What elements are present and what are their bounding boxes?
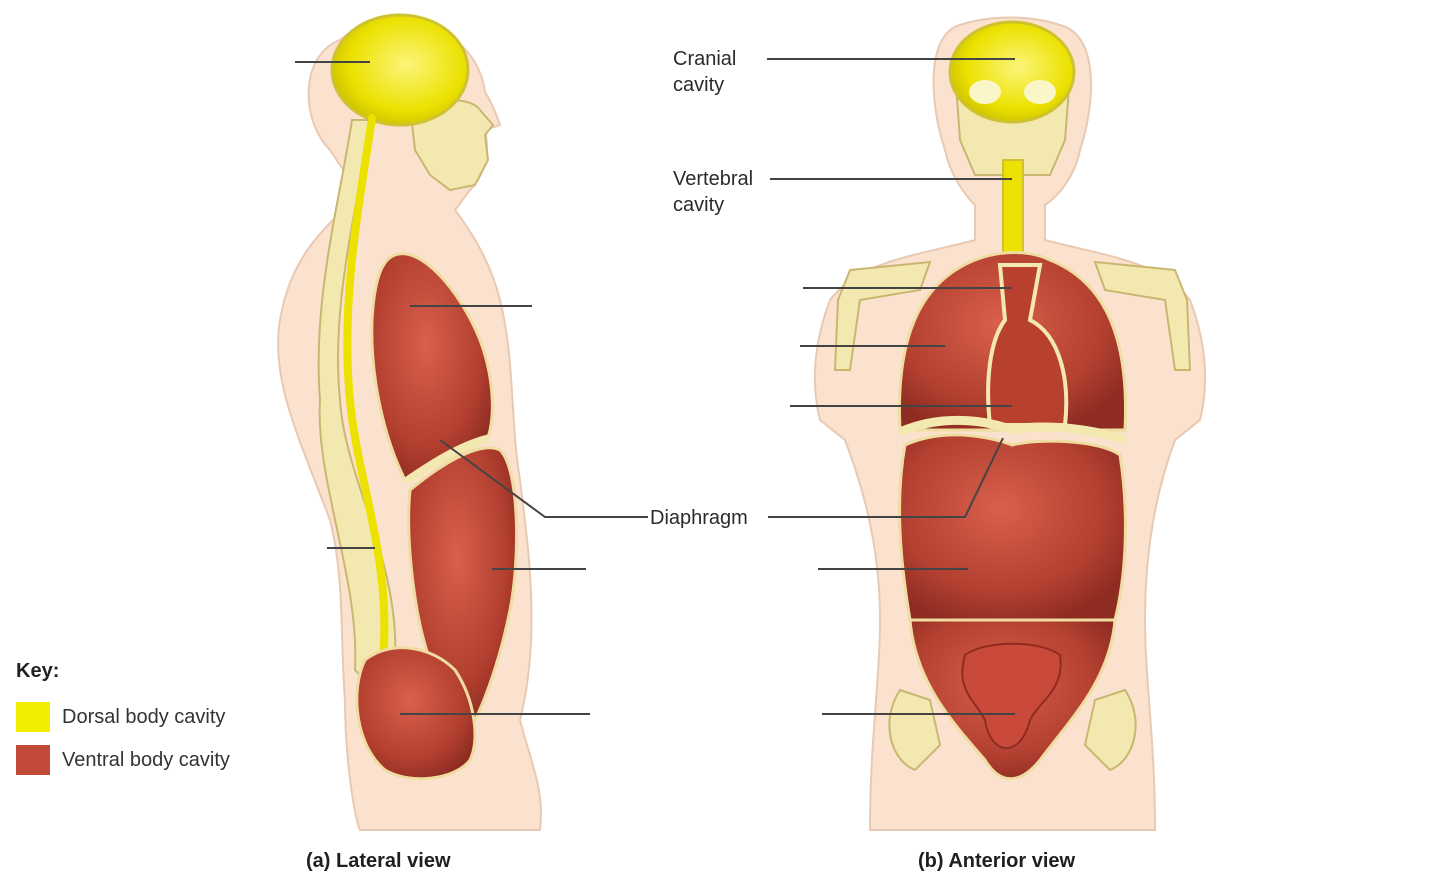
anterior-pelvis-left: [888, 688, 942, 772]
anterior-view-figure: [813, 16, 1207, 831]
key-item-ventral: Ventral body cavity: [16, 745, 230, 775]
lateral-abdominal-cavity: [407, 446, 519, 723]
key-swatch-dorsal: [16, 702, 50, 732]
key-title: Key:: [16, 660, 60, 682]
lateral-diaphragm: [402, 434, 491, 486]
key-label-dorsal: Dorsal body cavity: [62, 705, 226, 728]
label-cranial-line2: cavity: [673, 74, 725, 96]
label-vertebral-cavity: Vertebral cavity: [673, 166, 753, 218]
lateral-cranial-cavity: [330, 13, 470, 127]
label-cranial-line1: Cranial: [673, 48, 737, 70]
leader-diaphragm-lateral: [439, 439, 648, 518]
label-diaphragm: Diaphragm: [650, 507, 748, 529]
anterior-eye-socket-left: [969, 80, 1001, 104]
key-item-dorsal: Dorsal body cavity: [16, 702, 225, 732]
label-vertebral-line1: Vertebral: [673, 168, 754, 190]
label-vertebral-line2: cavity: [673, 194, 725, 216]
leader-diaphragm-anterior: [768, 437, 1004, 518]
anterior-abdominal-cavity: [898, 433, 1127, 622]
anterior-bladder: [961, 642, 1062, 750]
anterior-shoulder-right: [1093, 260, 1192, 371]
anterior-pelvis-right: [1083, 688, 1137, 772]
key-label-ventral: Ventral body cavity: [62, 748, 230, 771]
caption-lateral-view: (a) Lateral view: [306, 850, 451, 872]
lateral-spinal-cord: [343, 114, 389, 664]
caption-anterior-view: (b) Anterior view: [918, 850, 1076, 872]
anterior-diaphragm: [898, 415, 1127, 445]
label-cranial-cavity: Cranial cavity: [673, 46, 736, 98]
anterior-eye-socket-right: [1024, 80, 1056, 104]
leader-lines: [295, 58, 1015, 715]
anterior-vertebral-cavity: [1002, 159, 1024, 256]
lateral-view-figure: [277, 13, 542, 831]
key-swatch-ventral: [16, 745, 50, 775]
anterior-cranial-cavity: [948, 20, 1076, 124]
